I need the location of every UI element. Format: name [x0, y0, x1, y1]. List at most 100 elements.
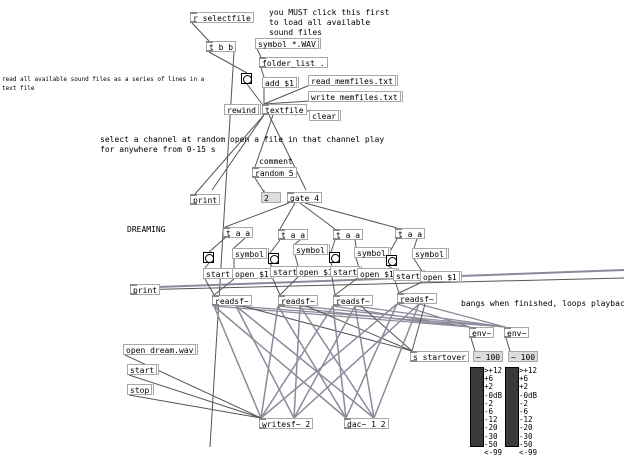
readsf-object-4[interactable]: readsf~ [397, 293, 437, 304]
patch-cord [268, 114, 307, 191]
patch-cord [330, 239, 336, 253]
env-object-right[interactable]: env~ [504, 327, 530, 338]
patch-cord [299, 305, 375, 419]
patch-cord [260, 67, 265, 78]
patch-cord [293, 305, 356, 419]
patch-cord [204, 278, 215, 296]
rewind-message[interactable]: rewind [224, 104, 261, 115]
read-memfiles-message[interactable]: read memfiles.txt [308, 75, 398, 86]
symbol-message-2[interactable]: symbol [293, 244, 330, 255]
symbol-wav-message[interactable]: symbol *.WAV [255, 38, 321, 49]
print-object-2[interactable]: print [130, 284, 161, 295]
patch-cord [413, 258, 423, 272]
patch-cord [345, 303, 398, 419]
patch-cord [194, 114, 265, 195]
patch-cord [411, 303, 426, 352]
patch-cord [235, 305, 375, 419]
patch-cord [213, 305, 262, 419]
patch-cord [277, 305, 471, 328]
comment-read-all: read all available sound files as a seri… [2, 76, 205, 92]
patch-cord [354, 305, 375, 419]
r-selectfile-object[interactable]: r selectfile [190, 12, 254, 23]
patch-cord [213, 278, 235, 296]
patch-cord [294, 239, 301, 245]
write-memfiles-message[interactable]: write memfiles.txt [308, 91, 403, 102]
vu-meter-right [505, 367, 519, 447]
s-startover-object[interactable]: s startover [410, 351, 469, 362]
trigger-aa-object-4[interactable]: t a a [395, 228, 426, 239]
patch-cord [209, 51, 235, 447]
clear-message[interactable]: clear [309, 110, 342, 121]
patch-cord [213, 305, 347, 419]
patch-cord [332, 305, 471, 328]
trigger-aa-object-1[interactable]: t a a [223, 227, 254, 238]
patch-cord [398, 281, 423, 294]
patch-cord [254, 114, 274, 168]
patch-cord [470, 337, 476, 352]
random-object[interactable]: random 5 [252, 167, 297, 178]
patch-cord [208, 237, 226, 253]
patch-cord [263, 84, 311, 105]
symbol-message-3[interactable]: symbol [354, 247, 391, 258]
dac-object[interactable]: dac~ 1 2 [344, 418, 389, 429]
patch-cord [254, 177, 265, 193]
folder-list-object[interactable]: folder_list . [259, 57, 328, 68]
patch-cord [294, 254, 299, 267]
patch-cord [260, 303, 398, 419]
patch-cord [241, 305, 413, 352]
symbol-message-4[interactable]: symbol [412, 248, 449, 259]
env-object-left[interactable]: env~ [469, 327, 495, 338]
vu-scale-right: >+12 +6 +2 -0dB -2 -6 -12 -20 -30 -50 <-… [519, 366, 538, 457]
readsf-object-3[interactable]: readsf~ [333, 295, 373, 306]
patch-cord [128, 394, 262, 419]
patch-cord [373, 303, 420, 419]
patch-cord [277, 305, 347, 419]
patch-cord [211, 114, 265, 191]
vu-meter-left [470, 367, 484, 447]
patch-cord [354, 305, 506, 328]
writesf-object[interactable]: writesf~ 2 [259, 418, 314, 429]
comment-must-click: you MUST click this first to load all av… [269, 8, 390, 37]
patch-cord [235, 305, 295, 419]
load-bang[interactable] [241, 73, 252, 84]
open-message-4[interactable]: open $1 [420, 271, 462, 282]
channel-bang-1[interactable] [203, 252, 214, 263]
channel-bang-2[interactable] [268, 253, 279, 264]
patch-cord [394, 280, 400, 294]
patch-cord [269, 263, 273, 267]
readsf-object-1[interactable]: readsf~ [212, 295, 252, 306]
patch-cord [331, 276, 336, 296]
offset-number-left[interactable]: ~ 100 [473, 351, 504, 362]
print-object[interactable]: print [190, 194, 221, 205]
offset-number-right[interactable]: ~ 100 [508, 351, 539, 362]
patch-cord [418, 303, 506, 328]
channel-bang-3[interactable] [329, 252, 340, 263]
patch-cord [330, 262, 333, 267]
trigger-aa-object-3[interactable]: t a a [333, 229, 364, 240]
stop-message[interactable]: stop [127, 384, 155, 395]
patch-cord [269, 239, 281, 254]
add-message[interactable]: add $1 [262, 77, 299, 88]
comment-label: comment [259, 157, 293, 166]
open-dream-message[interactable]: open dream.wav [123, 344, 199, 355]
patch-cord [128, 374, 262, 419]
patch-cord [204, 262, 210, 269]
comment-select: select a channel at random open a file i… [100, 135, 385, 154]
start-message-1[interactable]: start [203, 268, 236, 279]
gate-number-box[interactable]: 2 [261, 192, 281, 203]
patch-cord [332, 305, 347, 419]
symbol-message-1[interactable]: symbol [232, 248, 269, 259]
comment-dreaming: DREAMING [127, 225, 166, 234]
open-message-1[interactable]: open $1 [232, 268, 274, 279]
patch-cord [191, 22, 210, 42]
readsf-object-2[interactable]: readsf~ [278, 295, 318, 306]
patch-cord [233, 237, 246, 249]
patch-cord [246, 83, 263, 105]
trigger-aa-object-2[interactable]: t a a [278, 229, 309, 240]
channel-bang-4[interactable] [386, 255, 397, 266]
gate-object[interactable]: gate 4 [287, 192, 322, 203]
patch-cord [129, 269, 624, 289]
start-message[interactable]: start [127, 364, 160, 375]
trigger-bb-object[interactable]: t b b [206, 41, 237, 52]
textfile-object[interactable]: textfile [262, 104, 307, 115]
